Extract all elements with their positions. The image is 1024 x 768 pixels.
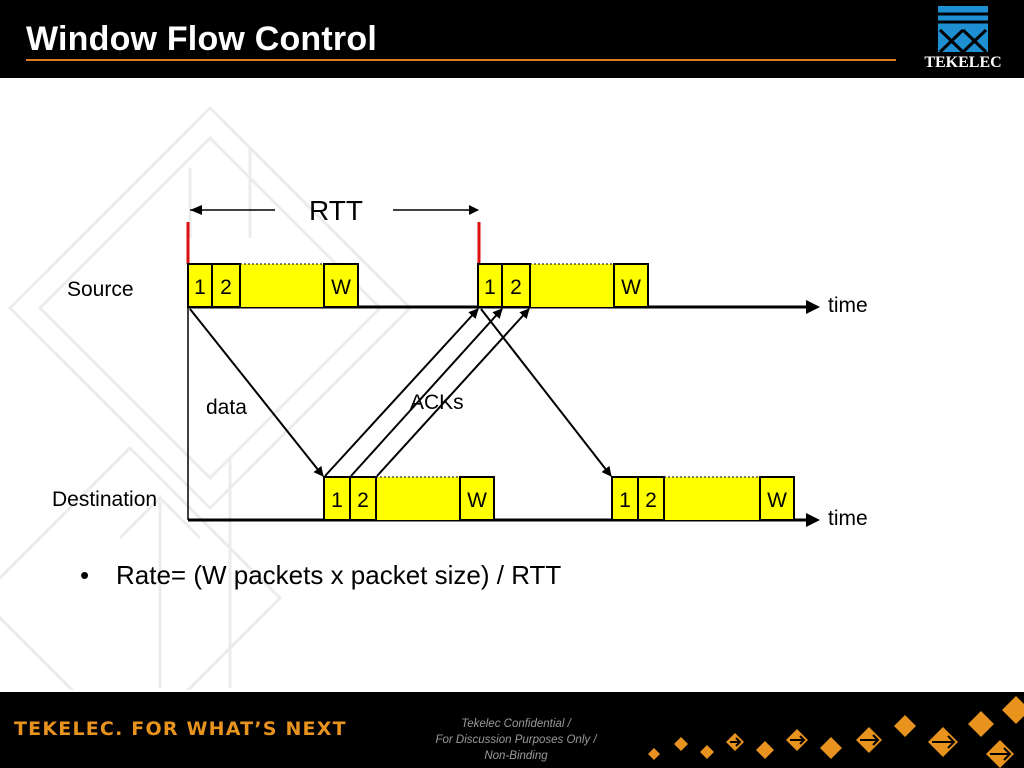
- source-window-1: 1 2 W: [187, 263, 359, 308]
- time-label-source: time: [828, 294, 868, 317]
- rate-formula: Rate= (W packets x packet size) / RTT: [116, 560, 562, 590]
- confidential-line-3: Non-Binding: [484, 750, 548, 762]
- packet-box: [459, 476, 495, 521]
- footer-slogan: TEKELEC. FOR WHAT’S NEXT: [14, 718, 347, 740]
- destination-time-arrowhead: [806, 513, 820, 527]
- time-label-destination: time: [828, 507, 868, 530]
- packet-label: 1: [619, 489, 631, 512]
- rtt-label: RTT: [309, 195, 363, 226]
- logo-emblem-icon: [938, 6, 988, 54]
- packet-box: [613, 263, 649, 308]
- confidential-line-2: For Discussion Purposes Only /: [435, 734, 597, 746]
- packet-box: [211, 263, 241, 308]
- packet-label: W: [767, 489, 787, 512]
- packet-label: W: [621, 276, 641, 299]
- packet-label: 1: [484, 276, 496, 299]
- data-arrow-2: [480, 308, 612, 477]
- ack-arrow-2: [350, 308, 503, 477]
- packet-box: [759, 476, 795, 521]
- packet-label: 2: [645, 489, 657, 512]
- logo-text: TEKELEC: [924, 54, 1002, 71]
- packet-box: [501, 263, 531, 308]
- source-window-2: 1 2 W: [477, 263, 649, 308]
- packet-label: 2: [357, 489, 369, 512]
- header-bar: Window Flow Control TEKELEC: [0, 0, 1024, 78]
- data-label: data: [206, 396, 247, 419]
- destination-window-2: 1 2 W: [611, 476, 795, 521]
- source-time-arrowhead: [806, 300, 820, 314]
- confidential-notice: Tekelec Confidential / For Discussion Pu…: [416, 716, 616, 764]
- packet-label: 1: [194, 276, 206, 299]
- source-label: Source: [67, 278, 134, 301]
- packet-label: W: [467, 489, 487, 512]
- packet-box: [637, 476, 665, 521]
- tekelec-logo: TEKELEC: [918, 4, 1008, 76]
- destination-label: Destination: [52, 488, 157, 511]
- bullet-marker: •: [80, 560, 90, 590]
- packet-label: W: [331, 276, 351, 299]
- packet-box: [323, 263, 359, 308]
- ack-arrow-3: [376, 308, 530, 477]
- destination-window-1: 1 2 W: [323, 476, 495, 521]
- title-underline: [26, 59, 896, 61]
- ack-arrow-1: [324, 308, 479, 477]
- packet-box: [349, 476, 377, 521]
- rate-bullet: • Rate= (W packets x packet size) / RTT: [80, 560, 561, 591]
- page-title: Window Flow Control: [26, 20, 377, 58]
- packet-label: 2: [220, 276, 232, 299]
- acks-label: ACKs: [410, 391, 464, 414]
- footer-arrow-decoration: [648, 696, 1024, 768]
- footer-bar: TEKELEC. FOR WHAT’S NEXT Tekelec Confide…: [0, 692, 1024, 768]
- data-arrow-1: [189, 308, 324, 477]
- packet-label: 1: [331, 489, 343, 512]
- confidential-line-1: Tekelec Confidential /: [461, 718, 571, 730]
- packet-box: [611, 476, 639, 521]
- packet-label: 2: [510, 276, 522, 299]
